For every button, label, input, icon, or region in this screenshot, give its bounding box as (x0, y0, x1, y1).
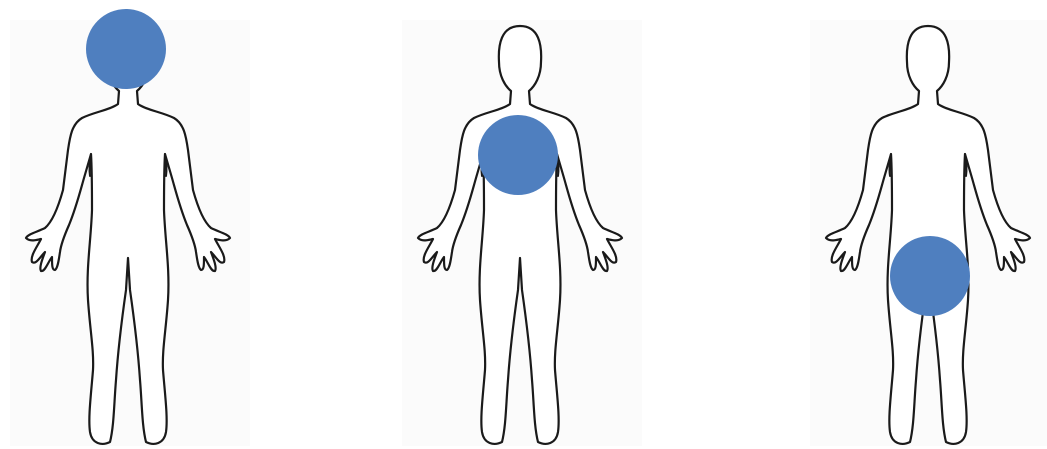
circle-marker-head (86, 9, 166, 89)
circle-marker-chest (478, 115, 558, 195)
human-body-outline-icon (402, 0, 642, 449)
circle-marker-pelvis (890, 236, 970, 316)
human-body-outline-icon (810, 0, 1047, 449)
